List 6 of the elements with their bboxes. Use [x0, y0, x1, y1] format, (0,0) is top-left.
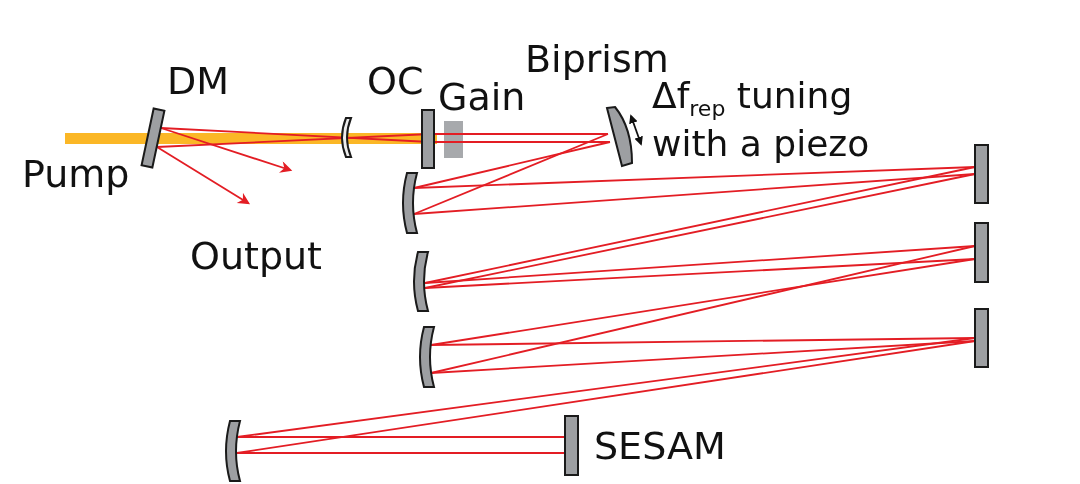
- part-label: DM: [167, 60, 230, 104]
- beam-label: Output: [190, 235, 322, 279]
- part-label: OC: [367, 60, 424, 104]
- beam-label: Pump: [22, 153, 130, 197]
- part-label: SESAM: [594, 425, 726, 469]
- part-label: Gain: [438, 76, 526, 120]
